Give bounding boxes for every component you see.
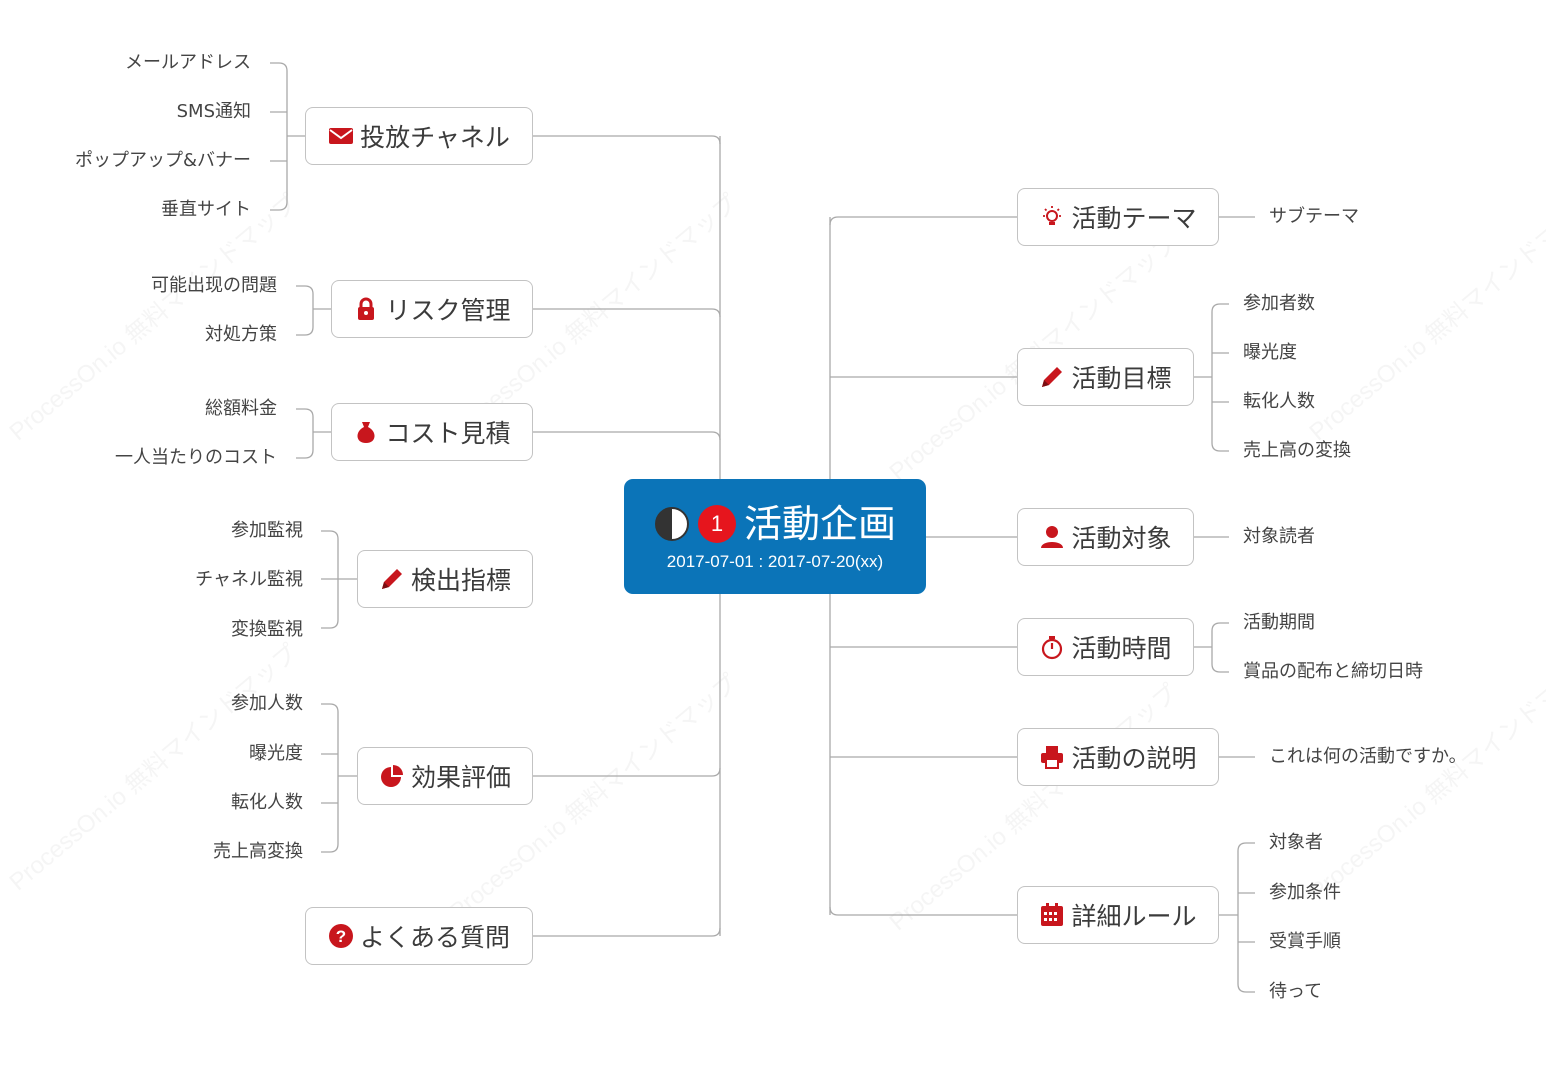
connector	[533, 927, 721, 937]
calendar-icon	[1039, 902, 1065, 928]
user-icon	[1039, 524, 1065, 550]
branch-node[interactable]: 活動目標	[1017, 348, 1194, 406]
leaf-item[interactable]: 変換監視	[231, 619, 303, 640]
branch-node[interactable]: 活動時間	[1017, 618, 1194, 676]
leaf-item[interactable]: ポップアップ&バナー	[74, 150, 251, 171]
leaf-item[interactable]: 参加人数	[231, 693, 303, 714]
connector	[1211, 622, 1229, 673]
lock-icon	[353, 296, 379, 322]
leaf-item[interactable]: これは何の活動ですか。	[1269, 746, 1467, 767]
connector	[321, 703, 339, 853]
leaf-item[interactable]: 可能出现の問題	[151, 275, 277, 296]
branch-node[interactable]: リスク管理	[331, 280, 533, 338]
connector	[533, 767, 721, 777]
leaf-item[interactable]: 対処方策	[205, 324, 277, 345]
root-title: 活動企画	[743, 501, 896, 546]
branch-node[interactable]: 投放チャネル	[305, 107, 533, 165]
leaf-item[interactable]: チャネル監視	[195, 569, 303, 590]
branch-label: 活動時間	[1071, 634, 1172, 663]
leaf-item[interactable]: 売上高の変換	[1243, 440, 1351, 461]
branch-node[interactable]: ? よくある質問	[305, 907, 533, 965]
branch-label: コスト見積	[385, 419, 511, 448]
branch-node[interactable]: 効果評価	[357, 747, 533, 805]
branch-label: リスク管理	[385, 296, 511, 325]
connector	[829, 216, 1017, 226]
root-dates: 2017-07-01 : 2017-07-20(xx)	[666, 551, 884, 571]
envelope-icon	[328, 123, 354, 149]
priority-1-icon: 1	[697, 504, 736, 543]
branch-label: 活動目標	[1071, 364, 1172, 393]
leaf-item[interactable]: 対象読者	[1243, 526, 1315, 547]
branch-node[interactable]: 活動の説明	[1017, 728, 1219, 786]
branch-label: 検出指標	[410, 566, 511, 595]
connector	[533, 308, 721, 318]
leaf-item[interactable]: 曝光度	[1243, 342, 1297, 363]
leaf-item[interactable]: 転化人数	[231, 792, 303, 813]
leaf-item[interactable]: SMS通知	[176, 101, 251, 122]
leaf-item[interactable]: 垂直サイト	[161, 199, 251, 220]
connector	[1211, 303, 1229, 452]
leaf-item[interactable]: 対象者	[1269, 832, 1323, 853]
branch-label: 詳細ルール	[1071, 902, 1197, 931]
connector	[270, 62, 288, 211]
root-topic[interactable]: 1 活動企画 2017-07-01 : 2017-07-20(xx)	[624, 479, 926, 594]
connector	[533, 135, 721, 145]
leaf-item[interactable]: 参加者数	[1243, 293, 1315, 314]
branch-node[interactable]: コスト見積	[331, 403, 533, 461]
leaf-item[interactable]: 曝光度	[249, 743, 303, 764]
connector	[296, 408, 314, 459]
leaf-item[interactable]: サブテーマ	[1269, 206, 1359, 227]
leaf-item[interactable]: 活動期間	[1243, 612, 1315, 633]
leaf-item[interactable]: 賞品の配布と締切日時	[1243, 661, 1423, 682]
leaf-item[interactable]: 一人当たりのコスト	[115, 447, 277, 468]
leaf-item[interactable]: 待って	[1269, 981, 1323, 1002]
branch-label: 投放チャネル	[360, 123, 510, 152]
branch-label: よくある質問	[359, 923, 510, 952]
branch-label: 活動テーマ	[1071, 204, 1197, 233]
connector	[296, 285, 314, 336]
branch-node[interactable]: 活動テーマ	[1017, 188, 1219, 246]
connector	[533, 431, 721, 441]
connector	[1237, 842, 1255, 993]
leaf-item[interactable]: 参加監視	[231, 520, 303, 541]
leaf-item[interactable]: 売上高変換	[213, 841, 303, 862]
leaf-item[interactable]: メールアドレス	[125, 52, 251, 73]
branch-node[interactable]: 活動対象	[1017, 508, 1194, 566]
leaf-item[interactable]: 総額料金	[205, 398, 277, 419]
leaf-item[interactable]: 転化人数	[1243, 391, 1315, 412]
money-bag-icon	[353, 419, 379, 445]
half-circle-icon	[654, 506, 690, 542]
branch-label: 活動の説明	[1071, 744, 1197, 773]
leaf-item[interactable]: 受賞手順	[1269, 931, 1341, 952]
lightbulb-icon	[1039, 204, 1065, 230]
branch-label: 効果評価	[410, 763, 511, 792]
connector	[829, 906, 1017, 916]
printer-icon	[1039, 744, 1065, 770]
branch-node[interactable]: 詳細ルール	[1017, 886, 1219, 944]
leaf-item[interactable]: 参加条件	[1269, 882, 1341, 903]
pencil-icon	[1039, 364, 1065, 390]
stopwatch-icon	[1039, 634, 1065, 660]
question-circle-icon: ?	[328, 923, 354, 949]
branch-node[interactable]: 検出指標	[357, 550, 533, 608]
pie-chart-icon	[379, 763, 405, 789]
pencil-icon	[379, 566, 405, 592]
svg-text:?: ?	[336, 927, 346, 946]
branch-label: 活動対象	[1071, 524, 1172, 553]
